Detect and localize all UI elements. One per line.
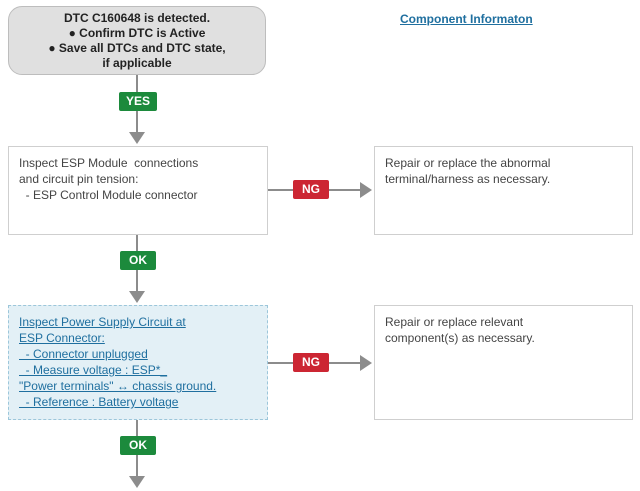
connector-line xyxy=(329,362,361,364)
action-repair-component: Repair or replace relevant component(s) … xyxy=(374,305,633,420)
start-line-1: DTC C160648 is detected. xyxy=(63,10,211,25)
action-repair-terminal: Repair or replace the abnormal terminal/… xyxy=(374,146,633,235)
step2-line-5[interactable]: "Power terminals" ↔ chassis ground. xyxy=(19,379,217,393)
step1-line-2: and circuit pin tension: xyxy=(19,172,139,186)
start-line-4: if applicable xyxy=(102,55,172,70)
step1-line-3: - ESP Control Module connector xyxy=(19,188,198,202)
connector-line xyxy=(136,270,138,292)
action1-line-1: Repair or replace the abnormal xyxy=(385,156,551,170)
connector-line xyxy=(136,455,138,477)
step1-line-1: Inspect ESP Module connections xyxy=(19,156,199,170)
component-information-link[interactable]: Component Informaton xyxy=(400,12,533,26)
connector-line xyxy=(136,420,138,437)
arrow-right-icon xyxy=(360,355,372,371)
ok-badge: OK xyxy=(120,251,156,270)
connector-line xyxy=(136,235,138,252)
connector-line xyxy=(268,362,294,364)
step2-line-4[interactable]: - Measure voltage : ESP*_ xyxy=(19,363,168,377)
connector-line xyxy=(136,75,138,93)
step2-line-3[interactable]: - Connector unplugged xyxy=(19,347,148,361)
arrow-down-icon xyxy=(129,476,145,488)
start-line-3: ● Save all DTCs and DTC state, xyxy=(48,40,226,55)
step2-line-6[interactable]: - Reference : Battery voltage xyxy=(19,395,179,409)
ng-badge: NG xyxy=(293,353,329,372)
step-inspect-esp-connections: Inspect ESP Module connections and circu… xyxy=(8,146,268,235)
start-line-2: ● Confirm DTC is Active xyxy=(68,25,206,40)
connector-line xyxy=(329,189,361,191)
start-node: DTC C160648 is detected. ● Confirm DTC i… xyxy=(8,6,266,75)
step2-line-2[interactable]: ESP Connector: xyxy=(19,331,105,345)
action2-line-2: component(s) as necessary. xyxy=(385,331,535,345)
yes-badge: YES xyxy=(119,92,157,111)
step-inspect-power-supply[interactable]: Inspect Power Supply Circuit at ESP Conn… xyxy=(8,305,268,420)
action2-line-1: Repair or replace relevant xyxy=(385,315,524,329)
arrow-down-icon xyxy=(129,132,145,144)
connector-line xyxy=(136,111,138,133)
ng-badge: NG xyxy=(293,180,329,199)
arrow-right-icon xyxy=(360,182,372,198)
ok-badge: OK xyxy=(120,436,156,455)
action1-line-2: terminal/harness as necessary. xyxy=(385,172,551,186)
connector-line xyxy=(268,189,294,191)
step2-line-1[interactable]: Inspect Power Supply Circuit at xyxy=(19,315,186,329)
arrow-down-icon xyxy=(129,291,145,303)
